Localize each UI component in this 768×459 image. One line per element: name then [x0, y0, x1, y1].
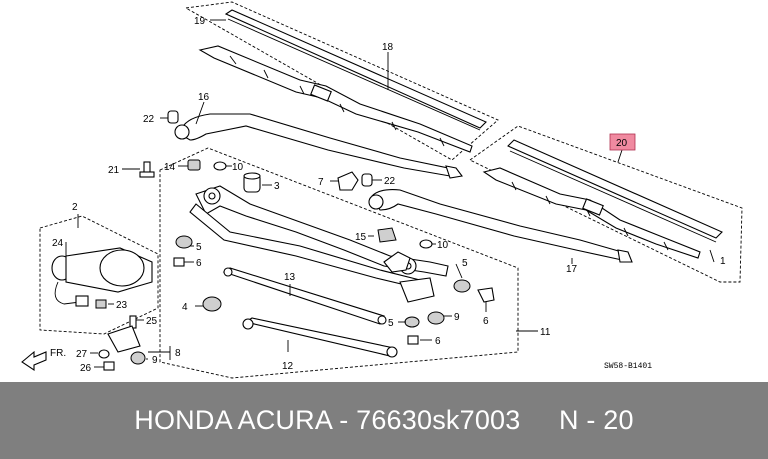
callout-5b: 5 [462, 258, 468, 269]
callout-3: 3 [274, 181, 280, 192]
nut-cap-22b [361, 173, 373, 187]
grommet-9b [130, 351, 146, 365]
grommet-5b [453, 279, 471, 293]
callout-16: 16 [198, 92, 210, 103]
bushing-4 [202, 296, 222, 312]
wiper-linkage-11 [189, 185, 449, 303]
callout-23: 23 [116, 300, 128, 311]
callout-22a: 22 [143, 114, 155, 125]
footer-bar: HONDA ACURA - 76630sk7003 N - 20 [0, 382, 768, 459]
callout-1: 1 [720, 256, 726, 267]
bushing-3 [243, 172, 261, 193]
callout-17: 17 [566, 264, 578, 275]
bolt-21 [139, 161, 155, 178]
callout-25: 25 [146, 316, 158, 327]
callout-15: 15 [355, 232, 367, 243]
callout-10b: 10 [437, 240, 449, 251]
connecting-rod-12 [242, 317, 398, 358]
connecting-rod-13 [222, 267, 387, 325]
callout-24: 24 [52, 238, 64, 249]
callout-20: 20 [616, 138, 628, 149]
callout-14: 14 [164, 162, 176, 173]
callout-6c: 6 [435, 336, 441, 347]
callout-5a: 5 [196, 242, 202, 253]
callout-6a: 6 [196, 258, 202, 269]
callout-26: 26 [80, 363, 92, 374]
nut-cap-22a [167, 110, 179, 124]
callout-19: 19 [194, 16, 206, 27]
callout-9a: 9 [454, 312, 460, 323]
bolt-23 [95, 299, 107, 309]
diagram-code: SW58-B1401 [604, 362, 652, 371]
callout-27: 27 [76, 349, 88, 360]
wiper-rubber-20 [507, 139, 723, 243]
linkage-group-box [159, 147, 519, 379]
callout-6b: 6 [483, 316, 489, 327]
callout-13: 13 [284, 272, 296, 283]
grommet-5c [404, 316, 420, 328]
callout-5c: 5 [388, 318, 394, 329]
callout-4: 4 [182, 302, 188, 313]
wiper-blade-18 [198, 45, 473, 153]
callout-11: 11 [540, 327, 551, 338]
wiper-rubber-19 [224, 9, 487, 131]
nut-6a [173, 257, 185, 267]
callout-8: 8 [175, 348, 181, 359]
grommet-5a [175, 235, 193, 249]
washer-10b [419, 239, 433, 249]
leader-lines [65, 19, 715, 368]
callout-20-highlight [609, 133, 636, 151]
callout-9b: 9 [152, 355, 158, 366]
grommet-9a [427, 311, 445, 325]
callout-7: 7 [318, 177, 324, 188]
bracket-8 [107, 325, 141, 353]
nut-26 [103, 361, 115, 371]
callout-12: 12 [282, 361, 294, 372]
wiper-arm-16 [174, 113, 463, 179]
motor-group-box [39, 215, 159, 335]
callout-21: 21 [108, 165, 120, 176]
pivot-cap-7 [337, 171, 359, 191]
part-number-caption: HONDA ACURA - 76630sk7003 N - 20 [134, 405, 634, 435]
callout-22b: 22 [384, 176, 396, 187]
blade-20-group-box [469, 125, 743, 283]
washer-10a [213, 161, 227, 171]
grommet-15 [377, 227, 397, 243]
nut-14 [187, 159, 201, 171]
nut-6c [407, 335, 419, 345]
washer-27 [98, 349, 110, 359]
wiper-motor-24 [51, 247, 153, 307]
wiper-arm-17 [368, 189, 633, 263]
callout-18: 18 [382, 42, 394, 53]
front-arrow-icon: FR. [21, 348, 66, 372]
clip-6b [477, 287, 495, 303]
callout-2: 2 [72, 202, 78, 213]
wiper-parts-diagram: FR. 1 2 3 4 5 5 5 6 6 6 7 8 9 9 10 10 11… [21, 1, 743, 379]
wiper-blade-1 [482, 167, 701, 259]
callout-10a: 10 [232, 162, 244, 173]
blade-18-group-box [184, 1, 499, 161]
front-label: FR. [50, 348, 66, 359]
